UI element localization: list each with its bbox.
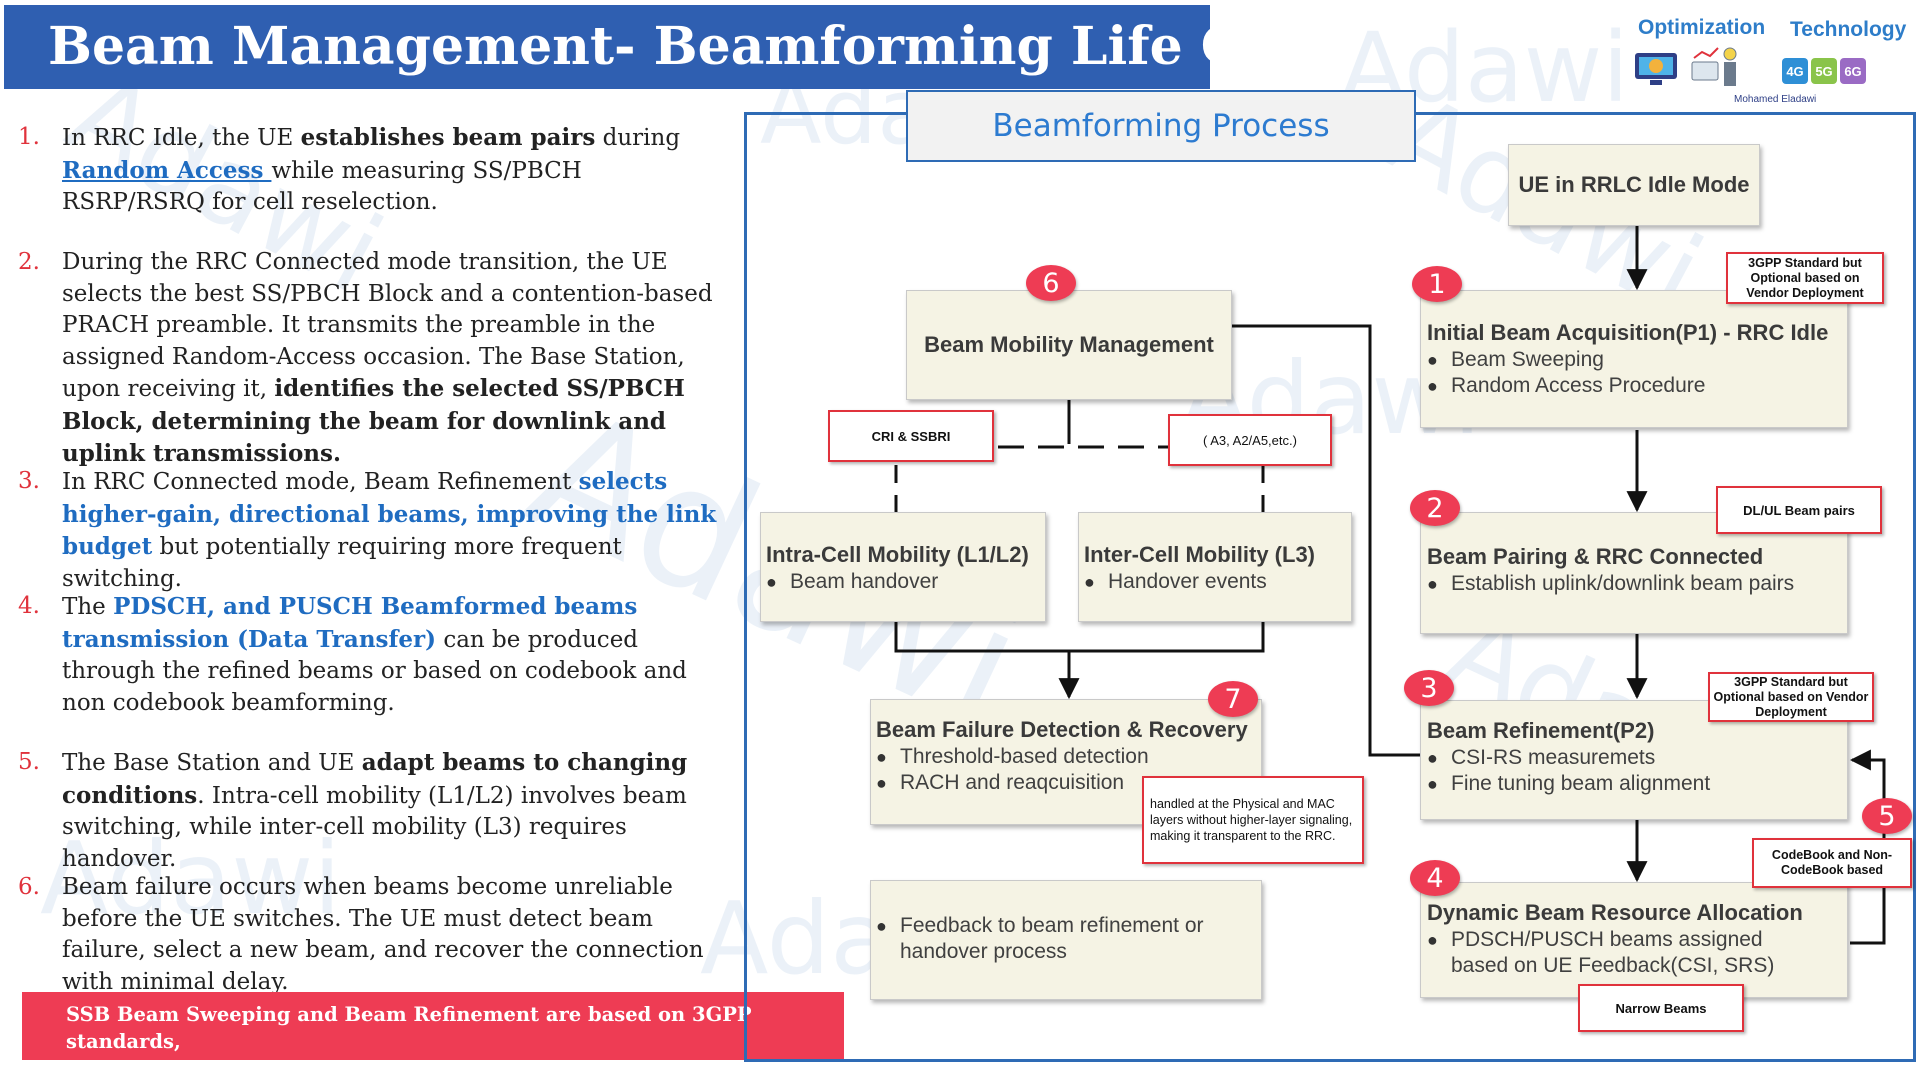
standards-note-banner: SSB Beam Sweeping and Beam Refinement ar… (22, 992, 844, 1080)
step-emphasis: identifies the selected SS/PBCH Block, d… (62, 375, 685, 467)
step-text-3: 3. In RRC Connected mode, Beam Refinemen… (18, 466, 730, 595)
box-title: Dynamic Beam Resource Allocation (1427, 900, 1803, 925)
initial-beam-acquisition-box: Initial Beam Acquisition(P1) - RRC Idle … (1420, 290, 1848, 428)
step-text: Beam failure occurs when beams become un… (62, 874, 704, 995)
note-text: 3GPP Standard but Optional based on Vend… (1746, 255, 1864, 300)
inter-cell-mobility-box: Inter-Cell Mobility (L3) Handover events (1078, 512, 1352, 622)
beam-failure-recovery-box: Beam Failure Detection & Recovery Thresh… (870, 699, 1262, 825)
box-title: Beam Pairing & RRC Connected (1427, 544, 1764, 569)
step-number: 3. (18, 468, 40, 494)
step-text-5: 5. The Base Station and UE adapt beams t… (18, 747, 730, 875)
box-bullet: Handover events (1084, 569, 1351, 595)
step-badge-5: 5 (1862, 798, 1912, 834)
step-emphasis: adapt beams to changing conditions (62, 749, 688, 809)
network-tools-icon (1690, 44, 1740, 90)
note-line: SSB Beam Sweeping and Beam Refinement ar… (66, 1003, 752, 1053)
step-text: during (595, 125, 681, 151)
gen-4g-icon: 4G (1782, 58, 1808, 84)
step-text: can be produced through the refined beam… (62, 626, 687, 716)
box-title: Beam Refinement(P2) (1427, 718, 1655, 743)
step-text: During the RRC Connected mode transition… (62, 249, 713, 402)
step-text-1: 1. In RRC Idle, the UE establishes beam … (18, 122, 730, 219)
logo-optimization-label: Optimization (1638, 16, 1766, 39)
optional-standard-note: 3GPP Standard but Optional based on Vend… (1726, 252, 1884, 304)
step-number: 5. (18, 749, 40, 775)
box-bullet: Feedback to beam refinement or handover … (876, 913, 1240, 965)
logo-author: Mohamed Eladawi (1734, 94, 1817, 105)
step-text: The (62, 594, 114, 620)
optional-standard-note: 3GPP Standard but Optional based on Vend… (1708, 672, 1874, 722)
note-text: handled at the Physical and MAC layers w… (1150, 797, 1353, 843)
page-title: Beam Management- Beamforming Life Cycle (48, 16, 1357, 77)
beamforming-process-header: Beamforming Process (906, 90, 1416, 162)
step-text: . Intra-cell mobility (L1/L2) involves b… (62, 782, 687, 872)
step-badge-3: 3 (1404, 670, 1454, 706)
cri-ssbri-note: CRI & SSBRI (828, 410, 994, 462)
step-badge-2: 2 (1410, 490, 1460, 526)
box-bullet: PDSCH/PUSCH beams assigned based on UE F… (1427, 927, 1811, 979)
step-text: In RRC Idle, the UE (62, 125, 301, 151)
intra-cell-mobility-box: Intra-Cell Mobility (L1/L2) Beam handove… (760, 512, 1046, 622)
note-text: CodeBook and Non-CodeBook based (1771, 848, 1893, 877)
ue-idle-box: UE in RRLC Idle Mode (1508, 144, 1760, 226)
step-text: In RRC Connected mode, Beam Refinement (62, 469, 579, 495)
logo-technology-label: Technology (1790, 18, 1907, 41)
gen-5g-icon: 5G (1811, 58, 1837, 84)
box-title: UE in RRLC Idle Mode (1518, 172, 1750, 197)
box-bullet: Fine tuning beam alignment (1427, 771, 1847, 797)
step-badge-7: 7 (1208, 681, 1258, 717)
note-text: DL/UL Beam pairs (1743, 502, 1855, 518)
step-badge-6: 6 (1026, 265, 1076, 301)
note-text: Narrow Beams (1615, 1000, 1707, 1016)
step-highlight: selects higher-gain, directional beams, … (62, 468, 717, 560)
step-text-4: 4. The PDSCH, and PUSCH Beamformed beams… (18, 591, 730, 719)
random-access-link[interactable]: Random Access (62, 156, 272, 184)
note-line: but network implementations are not requ… (38, 1057, 765, 1080)
step-number: 4. (18, 593, 40, 619)
title-bar (4, 5, 1210, 89)
step-badge-1: 1 (1412, 266, 1462, 302)
codebook-note: CodeBook and Non-CodeBook based (1752, 838, 1912, 888)
gen-6g-icon: 6G (1840, 58, 1866, 84)
step-text: while measuring SS/PBCH RSRP/RSRQ for ce… (62, 157, 582, 216)
box-title: Beam Failure Detection & Recovery (876, 717, 1248, 742)
feedback-box: Feedback to beam refinement or handover … (870, 880, 1262, 1000)
note-text: 3GPP Standard but Optional based on Vend… (1713, 674, 1869, 719)
step-text-2: 2. During the RRC Connected mode transit… (18, 247, 730, 471)
box-bullet: Beam handover (766, 569, 1045, 595)
note-text: CRI & SSBRI (871, 428, 951, 444)
box-bullet: Beam Sweeping (1427, 347, 1847, 373)
box-bullet: Random Access Procedure (1427, 373, 1847, 399)
step-number: 1. (18, 124, 40, 150)
dynamic-beam-allocation-box: Dynamic Beam Resource Allocation PDSCH/P… (1420, 882, 1848, 998)
step-emphasis: establishes beam pairs (300, 124, 596, 151)
step-number: 6. (18, 874, 40, 900)
box-title: Intra-Cell Mobility (L1/L2) (766, 542, 1029, 567)
step-highlight: PDSCH, and PUSCH Beamformed beams transm… (62, 593, 638, 653)
box-title: Beam Mobility Management (924, 332, 1214, 357)
step-text: The Base Station and UE (62, 750, 362, 776)
beam-mobility-box: Beam Mobility Management (906, 290, 1232, 400)
step-number: 2. (18, 249, 40, 275)
step-text: but potentially requiring more frequent … (62, 534, 622, 592)
box-bullet: RACH and reaqcuisition (876, 770, 1261, 796)
dl-ul-beam-pairs-note: DL/UL Beam pairs (1716, 486, 1882, 534)
box-title: Inter-Cell Mobility (L3) (1084, 542, 1315, 567)
box-bullet: Establish uplink/downlink beam pairs (1427, 571, 1847, 597)
step-badge-4: 4 (1410, 860, 1460, 896)
box-title: Initial Beam Acquisition(P1) - RRC Idle (1427, 320, 1829, 345)
box-bullet: CSI-RS measuremets (1427, 745, 1847, 771)
box-bullet: Threshold-based detection (876, 744, 1261, 770)
note-text: ( A3, A2/A5,etc.) (1203, 432, 1297, 448)
step-text-6: 6. Beam failure occurs when beams become… (18, 872, 730, 998)
monitor-icon (1634, 52, 1678, 86)
physical-mac-note: handled at the Physical and MAC layers w… (1142, 776, 1364, 864)
handover-events-note: ( A3, A2/A5,etc.) (1168, 414, 1332, 466)
narrow-beams-note: Narrow Beams (1578, 984, 1744, 1032)
